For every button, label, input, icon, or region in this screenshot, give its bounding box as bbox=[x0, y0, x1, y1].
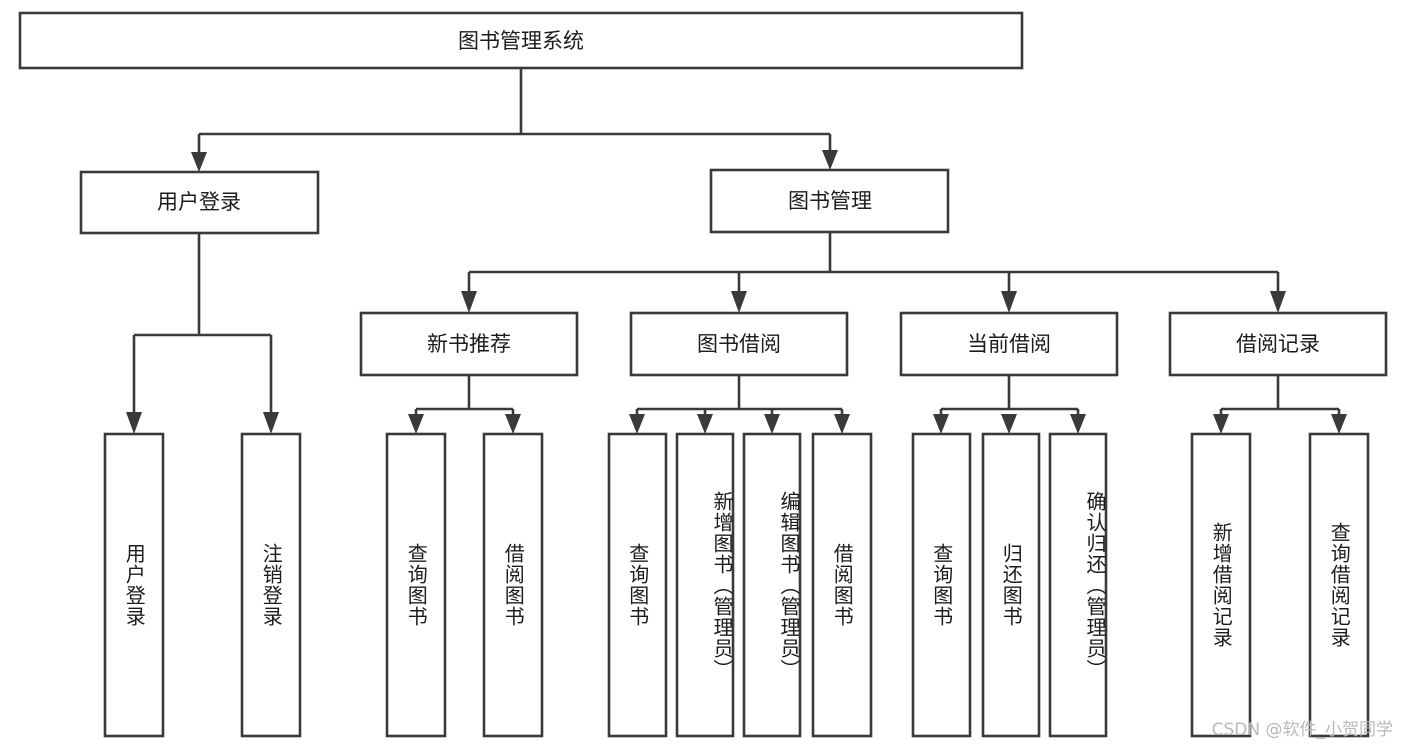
arrow-head-icon bbox=[1331, 414, 1347, 434]
connectors-user-login-branch bbox=[126, 233, 279, 434]
leaf-box[interactable] bbox=[742, 432, 802, 738]
arrow-head-icon bbox=[1213, 414, 1229, 434]
arrow-head-icon bbox=[834, 414, 850, 434]
connectors-current-borrow-branch bbox=[933, 375, 1086, 434]
node-current-borrow[interactable]: 当前借阅 bbox=[899, 311, 1119, 377]
node-current-borrow-label: 当前借阅 bbox=[967, 332, 1051, 356]
node-new-book-recommend[interactable]: 新书推荐 bbox=[359, 311, 579, 377]
connectors-root-to-level1 bbox=[191, 68, 838, 172]
arrow-head-icon bbox=[764, 414, 780, 434]
node-book-borrow-label: 图书借阅 bbox=[697, 332, 781, 356]
leaf-box[interactable] bbox=[981, 432, 1041, 738]
leaf-box[interactable] bbox=[911, 432, 972, 738]
node-root[interactable]: 图书管理系统 bbox=[18, 11, 1024, 70]
leaf-box[interactable] bbox=[811, 432, 873, 738]
leaf-box[interactable] bbox=[482, 432, 544, 738]
watermark-text: CSDN @软件_小贺同学 bbox=[1211, 720, 1393, 740]
connectors-borrow-record-branch bbox=[1213, 375, 1347, 434]
arrow-head-icon bbox=[1001, 414, 1017, 434]
node-borrow-record-label: 借阅记录 bbox=[1236, 332, 1320, 356]
leaf-box[interactable] bbox=[103, 432, 165, 738]
leaf-box[interactable] bbox=[385, 432, 447, 738]
arrow-head-icon bbox=[1001, 291, 1017, 313]
arrow-head-icon bbox=[933, 414, 949, 434]
leaf-boxes bbox=[103, 432, 1370, 738]
connectors-new-book-branch bbox=[408, 375, 521, 434]
leaf-box[interactable] bbox=[1048, 432, 1108, 738]
node-root-label: 图书管理系统 bbox=[458, 29, 584, 53]
node-book-borrow[interactable]: 图书借阅 bbox=[629, 311, 849, 377]
arrow-head-icon bbox=[263, 412, 279, 434]
arrow-head-icon bbox=[191, 152, 207, 172]
connectors-book-mgmt-branch bbox=[461, 232, 1286, 313]
arrow-head-icon bbox=[408, 414, 424, 434]
leaf-box[interactable] bbox=[675, 432, 735, 738]
leaf-box[interactable] bbox=[607, 432, 668, 738]
node-book-management-label: 图书管理 bbox=[788, 189, 872, 213]
node-new-book-recommend-label: 新书推荐 bbox=[427, 332, 511, 356]
leaf-box[interactable] bbox=[240, 432, 302, 738]
leaf-box[interactable] bbox=[1308, 432, 1370, 738]
node-user-login-label: 用户登录 bbox=[157, 190, 241, 214]
node-user-login[interactable]: 用户登录 bbox=[79, 170, 320, 235]
arrow-head-icon bbox=[629, 414, 645, 434]
arrow-head-icon bbox=[1270, 291, 1286, 313]
arrow-head-icon bbox=[731, 291, 747, 313]
arrow-head-icon bbox=[1070, 414, 1086, 434]
arrow-head-icon bbox=[697, 414, 713, 434]
arrow-head-icon bbox=[505, 414, 521, 434]
node-book-management[interactable]: 图书管理 bbox=[709, 168, 950, 234]
arrow-head-icon bbox=[126, 412, 142, 434]
node-borrow-record[interactable]: 借阅记录 bbox=[1168, 311, 1388, 377]
arrow-head-icon bbox=[461, 291, 477, 313]
connectors-borrow-branch bbox=[629, 375, 850, 434]
leaf-box[interactable] bbox=[1190, 432, 1252, 738]
arrow-head-icon bbox=[822, 150, 838, 170]
